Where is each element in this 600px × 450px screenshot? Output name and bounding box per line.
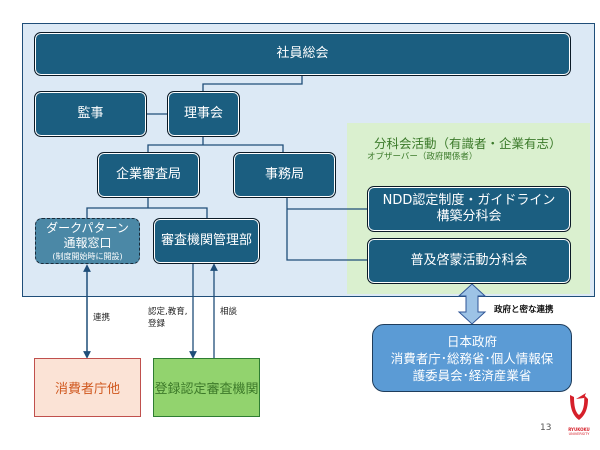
review-bureau-label: 企業審査局 xyxy=(115,167,181,182)
university-logo: RYUKOKU UNIVERSITY xyxy=(566,393,592,437)
page-number: 13 xyxy=(540,423,552,433)
auditor-label: 監事 xyxy=(77,106,104,121)
government-line2: 消費者庁･総務省･個人情報保 xyxy=(390,350,554,366)
edge-label-certification-1: 認定,教育, xyxy=(148,307,188,317)
line-meeting-board xyxy=(202,75,303,91)
consumer-agency-label: 消費者庁他 xyxy=(54,382,120,397)
auditor-node[interactable]: 監事 xyxy=(34,91,147,137)
consumer-agency-node[interactable]: 消費者庁他 xyxy=(34,358,141,417)
ryukoku-logo-icon xyxy=(570,393,588,420)
review-bureau-node[interactable]: 企業審査局 xyxy=(97,152,200,198)
edge-label-certification-2: 登録 xyxy=(148,319,166,329)
dark-pattern-desk-node[interactable]: ダークパターン 通報窓口 (制度開始時に開設) xyxy=(35,218,140,264)
subcommittee-panel-title: 分科会活動（有識者・企業有志） xyxy=(374,136,562,151)
review-org-dept-label: 審査機関管理部 xyxy=(160,233,252,248)
outreach-subcommittee-label: 普及啓蒙活動分科会 xyxy=(410,253,528,268)
edge-label-consultation: 相談 xyxy=(220,307,238,317)
dark-pattern-desk-note: (制度開始時に開設) xyxy=(52,251,123,261)
general-meeting-node[interactable]: 社員総会 xyxy=(34,32,571,76)
gov-link-double-arrow xyxy=(457,283,487,325)
government-line1: 日本政府 xyxy=(446,333,497,349)
review-org-dept-node[interactable]: 審査機関管理部 xyxy=(153,218,260,264)
dark-pattern-desk-line2: 通報窓口 xyxy=(63,235,112,250)
line-board-bureaus xyxy=(147,137,284,152)
ndd-subcommittee-line1: NDD認定制度・ガイドライン xyxy=(382,193,556,208)
edge-label-cooperation: 連携 xyxy=(93,313,111,323)
board-node[interactable]: 理事会 xyxy=(167,91,240,137)
dark-pattern-desk-line1: ダークパターン xyxy=(46,220,129,235)
subcommittee-panel-subtitle: オブザーバー（政府関係者） xyxy=(367,152,478,162)
secretariat-node[interactable]: 事務局 xyxy=(233,152,336,198)
government-node[interactable]: 日本政府 消費者庁･総務省･個人情報保 護委員会･経済産業省 xyxy=(372,324,572,392)
government-line3: 護委員会･経済産業省 xyxy=(412,367,532,383)
general-meeting-label: 社員総会 xyxy=(276,46,329,61)
line-secretariat-subcommittees xyxy=(286,198,367,261)
secretariat-label: 事務局 xyxy=(264,167,304,182)
ndd-subcommittee-node[interactable]: NDD認定制度・ガイドライン 構築分科会 xyxy=(367,186,571,232)
ndd-subcommittee-line2: 構築分科会 xyxy=(436,209,502,224)
board-label: 理事会 xyxy=(183,106,223,121)
logo-text-2: UNIVERSITY xyxy=(568,432,590,436)
outreach-subcommittee-node[interactable]: 普及啓蒙活動分科会 xyxy=(367,238,571,284)
registered-body-node[interactable]: 登録認定審査機関 xyxy=(153,358,260,417)
registered-body-label: 登録認定審査機関 xyxy=(154,382,259,397)
edge-label-gov-cooperation: 政府と密な連携 xyxy=(494,305,554,315)
line-review-children xyxy=(86,198,208,218)
logo-text-1: RYUKOKU xyxy=(568,427,590,432)
